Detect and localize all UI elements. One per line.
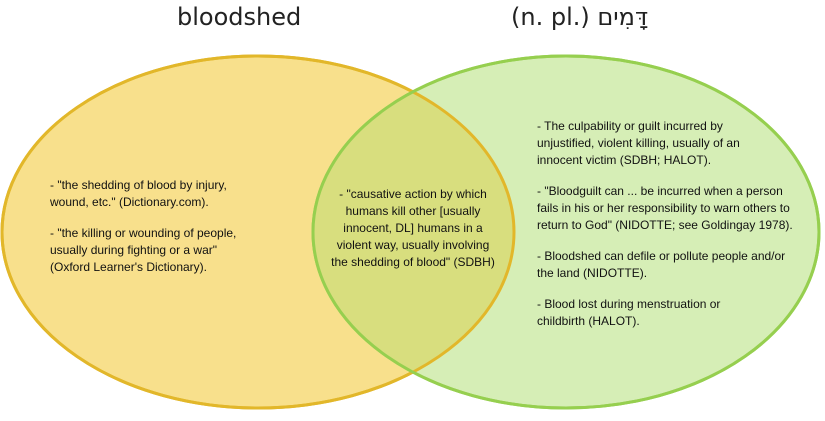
right-definition: - The culpability or guilt incurred by u… <box>537 119 740 167</box>
overlap-definitions: - "causative action by which humans kill… <box>323 186 503 271</box>
left-set-definitions: - "the shedding of blood by injury, woun… <box>50 177 285 276</box>
right-set-definitions: - The culpability or guilt incurred by u… <box>537 118 807 330</box>
left-set-title: bloodshed <box>177 3 302 31</box>
right-definition: - Blood lost during menstruation or chil… <box>537 297 721 328</box>
overlap-definition: - "causative action by which humans kill… <box>331 187 495 269</box>
right-definition: - "Bloodguilt can ... be incurred when a… <box>537 184 793 232</box>
right-definition: - Bloodshed can defile or pollute people… <box>537 249 786 280</box>
right-circle-outline <box>311 54 821 410</box>
left-definition: - "the shedding of blood by injury, woun… <box>50 178 227 209</box>
left-circle-outline <box>0 54 516 410</box>
right-set-title: (n. pl.) דָּמִים <box>511 3 649 31</box>
left-definition: - "the killing or wounding of people, us… <box>50 226 237 274</box>
overlap-region <box>313 56 514 408</box>
